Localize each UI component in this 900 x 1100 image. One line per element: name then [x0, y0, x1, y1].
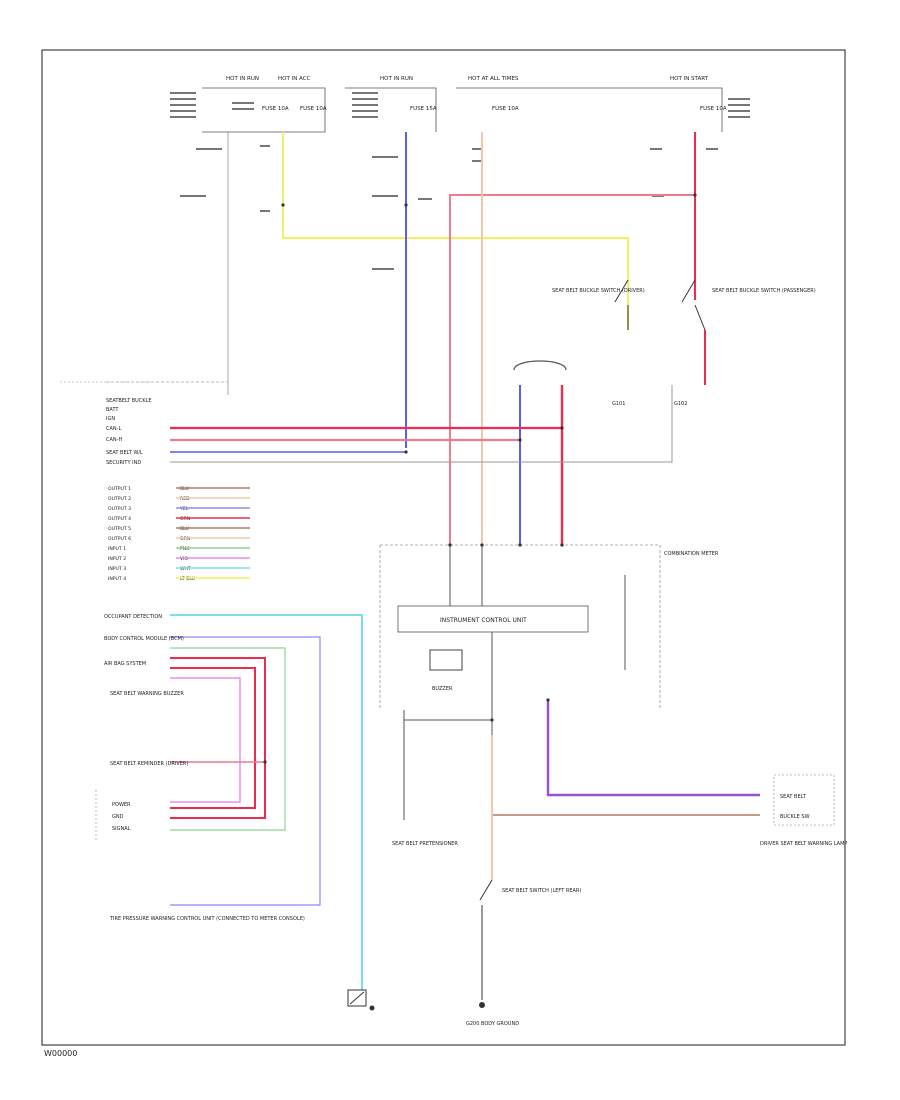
- wire-red-loop: [170, 657, 266, 819]
- wire-red-loop-2: [170, 667, 256, 809]
- fuse-1: FUSE 10A: [262, 106, 289, 112]
- fuse-area-text: [170, 92, 750, 270]
- svg-text:AIR BAG SYSTEM: AIR BAG SYSTEM: [104, 661, 146, 667]
- left-label-6: SECURITY IND: [106, 460, 141, 466]
- svg-text:INPUT 2: INPUT 2: [108, 556, 126, 562]
- switch-right-label: SEAT BELT BUCKLE SWITCH (PASSENGER): [712, 288, 816, 294]
- wire-green-loop: [170, 647, 286, 831]
- buzzer-symbol: [429, 649, 463, 671]
- svg-text:VIO: VIO: [180, 556, 188, 562]
- pretensioner-symbol: [347, 989, 367, 1007]
- ground-left-label: G101: [612, 401, 625, 407]
- wire-periwinkle-loop: [170, 636, 321, 906]
- wire-purple: [546, 700, 760, 797]
- svg-text:BLU: BLU: [180, 526, 189, 532]
- switch-left-label: SEAT BELT BUCKLE SWITCH (DRIVER): [552, 288, 645, 294]
- switch-right-symbol: [681, 279, 706, 331]
- wire-gray-bus: [170, 385, 673, 463]
- wire-pink-horizontal: [449, 194, 695, 545]
- svg-text:GND: GND: [112, 814, 124, 820]
- bottom-center-label: SEAT BELT SWITCH (LEFT REAR): [502, 888, 581, 894]
- diagram-frame: [41, 49, 846, 1046]
- svg-text:OUTPUT 5: OUTPUT 5: [108, 526, 131, 532]
- svg-text:BODY CONTROL MODULE (BCM): BODY CONTROL MODULE (BCM): [104, 636, 184, 642]
- left-label-3: CAN-L: [106, 426, 121, 432]
- svg-text:RED: RED: [180, 496, 190, 502]
- top-label-1: HOT IN RUN: [226, 76, 259, 82]
- svg-text:YEL: YEL: [179, 506, 189, 512]
- buzzer-label: BUZZER: [432, 686, 453, 692]
- svg-text:ORN: ORN: [180, 536, 190, 542]
- fuse-3: FUSE 15A: [410, 106, 437, 112]
- pin-table-colors: [176, 487, 250, 579]
- connector-top-label: COMBINATION METER: [664, 551, 719, 557]
- switch-left-symbol: [614, 279, 629, 330]
- svg-text:OUTPUT 3: OUTPUT 3: [108, 506, 131, 512]
- fuse-2: FUSE 10A: [300, 106, 327, 112]
- svg-text:SIGNAL: SIGNAL: [112, 826, 131, 832]
- ecu-border: [380, 544, 661, 710]
- top-fuse-block: [202, 87, 723, 133]
- ecu-inner-box: [397, 605, 589, 633]
- svg-text:OUTPUT 4: OUTPUT 4: [108, 516, 131, 522]
- svg-text:POWER: POWER: [112, 802, 131, 808]
- ecu-internal-wires: [449, 545, 493, 735]
- right-box-line-1: SEAT BELT: [780, 794, 807, 800]
- svg-text:GRN: GRN: [180, 516, 190, 522]
- bottom-switch-symbol: [479, 879, 493, 1000]
- svg-text:WHT: WHT: [180, 566, 191, 572]
- svg-text:OUTPUT 1: OUTPUT 1: [108, 486, 131, 492]
- svg-text:INPUT 4: INPUT 4: [108, 576, 126, 582]
- svg-text:OUTPUT 2: OUTPUT 2: [108, 496, 131, 502]
- bottom-left-label: SEAT BELT PRETENSIONER: [392, 841, 458, 847]
- svg-text:OCCUPANT DETECTION: OCCUPANT DETECTION: [104, 614, 162, 620]
- lower-left-labels: OCCUPANT DETECTION BODY CONTROL MODULE (…: [104, 614, 184, 832]
- right-note: DRIVER SEAT BELT WARNING LAMP: [760, 841, 847, 847]
- wire-magenta-loop: [170, 677, 241, 803]
- svg-text:PNK: PNK: [180, 546, 190, 552]
- svg-text:LT BLU: LT BLU: [180, 576, 195, 582]
- svg-text:OUTPUT 6: OUTPUT 6: [108, 536, 131, 542]
- right-box: [773, 774, 835, 826]
- left-signal-labels: SEATBELT BUCKLE BATT IGN CAN-L CAN-H SEA…: [106, 398, 152, 466]
- left-label-1: BATT: [106, 407, 119, 413]
- svg-text:INPUT 3: INPUT 3: [108, 566, 126, 572]
- twisted-pair-loop: [513, 360, 567, 371]
- wire-lightblue: [170, 614, 363, 990]
- top-label-2: HOT IN ACC: [278, 76, 311, 82]
- lower-left-group: SEAT BELT WARNING BUZZER: [110, 691, 184, 697]
- wire-yellow: [282, 132, 629, 330]
- mid-center-label: SEAT BELT REMINDER (DRIVER): [110, 761, 188, 767]
- center-box-label: INSTRUMENT CONTROL UNIT: [440, 617, 527, 624]
- top-label-3: HOT IN RUN: [380, 76, 413, 82]
- right-box-line-2: BUCKLE SW: [780, 814, 810, 820]
- bottom-ground-label: G200 BODY GROUND: [466, 1021, 519, 1027]
- left-label-2: IGN: [106, 416, 115, 422]
- pretensioner-ground-icon: [369, 1005, 375, 1011]
- svg-text:INPUT 1: INPUT 1: [108, 546, 126, 552]
- left-label-5: SEAT BELT W/L: [106, 450, 143, 456]
- top-label-4: HOT AT ALL TIMES: [468, 76, 519, 82]
- top-label-5: HOT IN START: [670, 76, 709, 82]
- frame-code: W00000: [44, 1049, 77, 1058]
- fuse-5: FUSE 10A: [700, 106, 727, 112]
- svg-text:BLK: BLK: [180, 486, 190, 492]
- ground-right-label: G102: [674, 401, 687, 407]
- pretensioner-diagonal: [349, 991, 365, 1005]
- left-label-4: CAN-H: [106, 437, 122, 443]
- left-label-0: SEATBELT BUCKLE: [106, 398, 152, 404]
- junction-dots: [263, 193, 697, 764]
- lower-left-footer: TIRE PRESSURE WARNING CONTROL UNIT (CONN…: [109, 916, 305, 922]
- pin-table: OUTPUT 1 OUTPUT 2 OUTPUT 3 OUTPUT 4 OUTP…: [108, 486, 195, 582]
- lower-ecu-wires: [403, 710, 492, 820]
- fuse-4: FUSE 10A: [492, 106, 519, 112]
- ground-symbol-icon: [479, 1002, 485, 1008]
